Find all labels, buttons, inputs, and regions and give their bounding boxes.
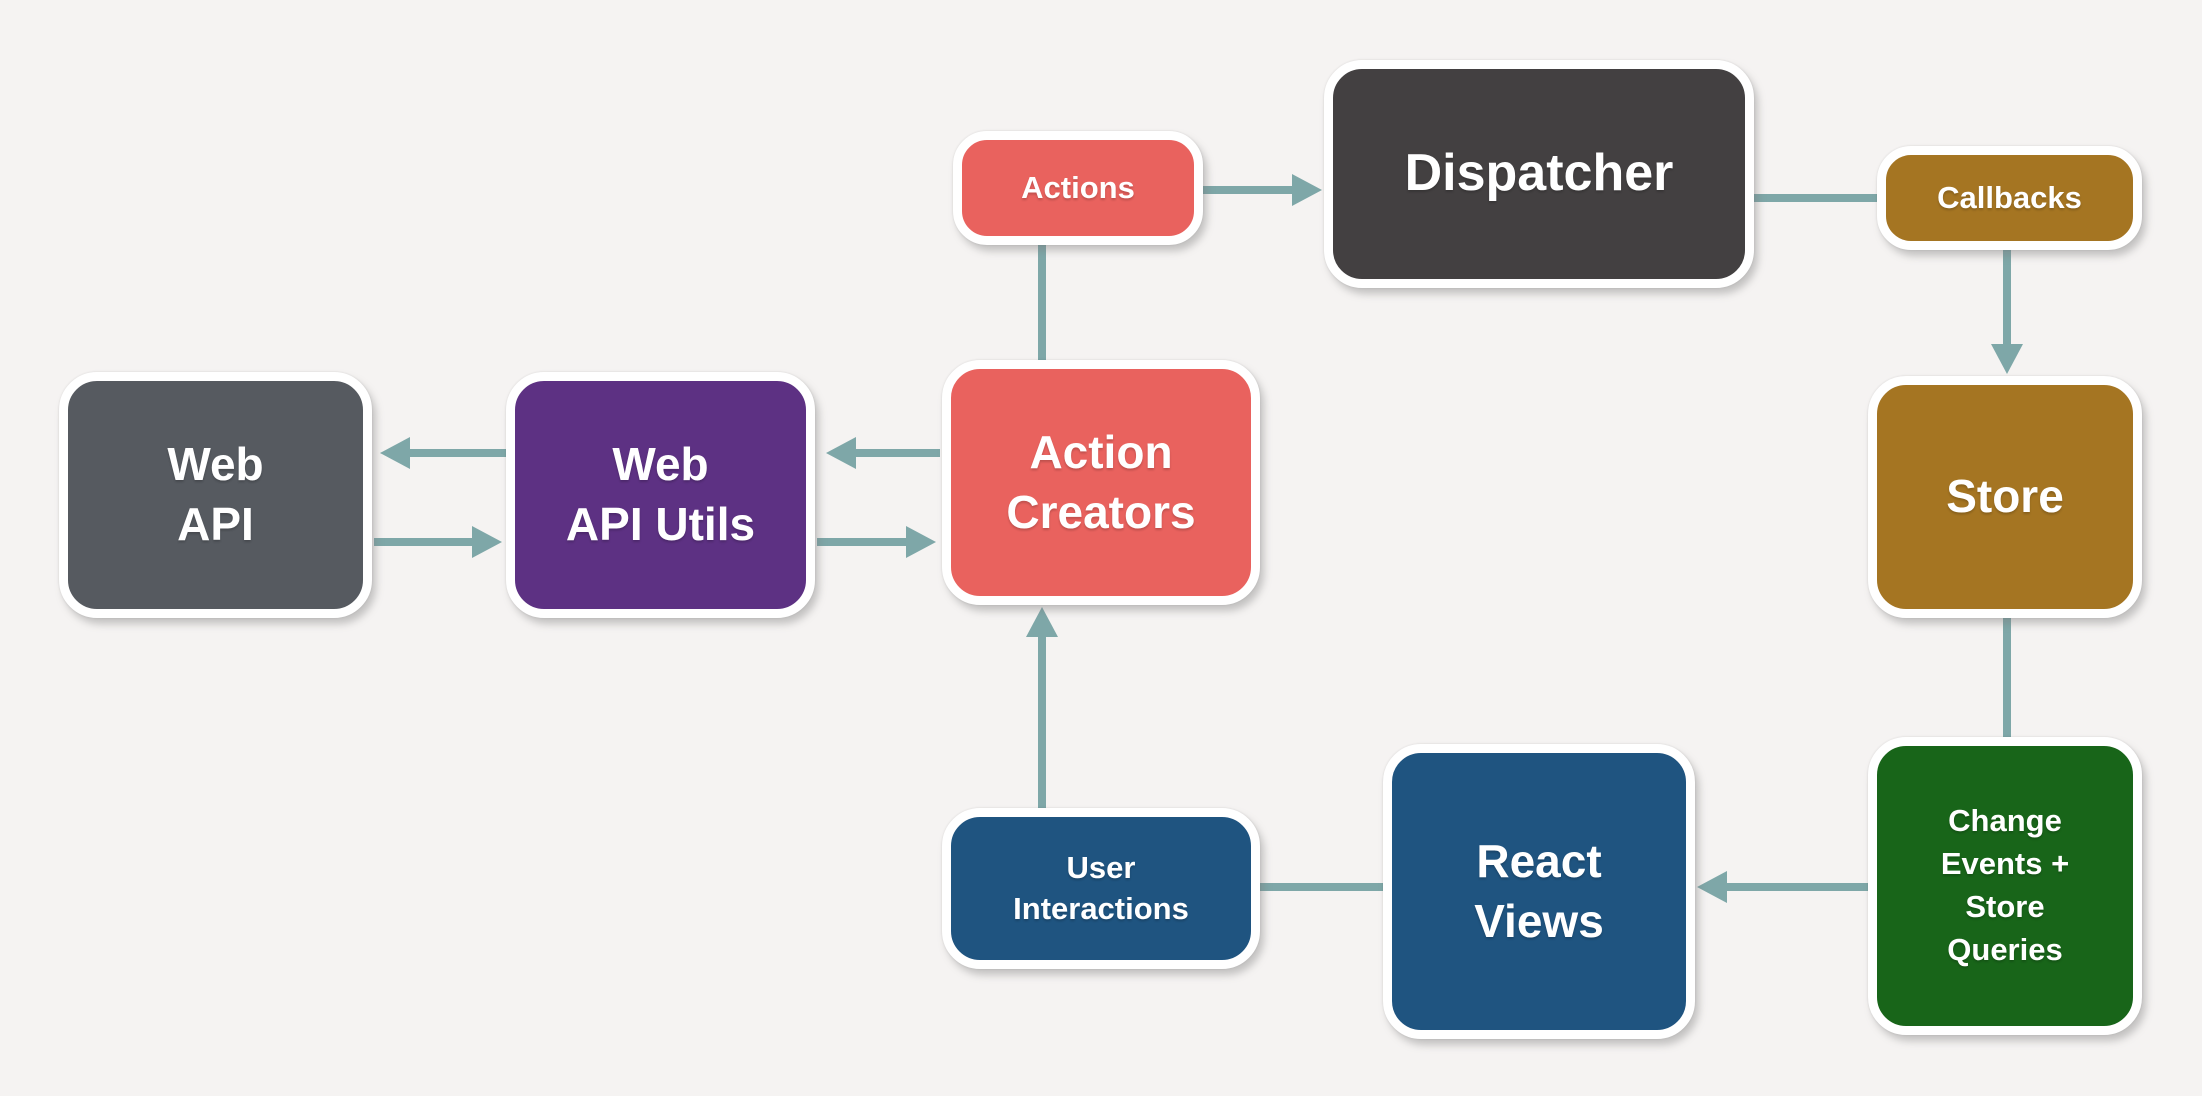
node-actions: Actions [953, 131, 1203, 245]
node-callbacks: Callbacks [1877, 146, 2142, 250]
node-react-views: React Views [1383, 744, 1695, 1039]
node-dispatcher: Dispatcher [1324, 60, 1754, 288]
edge-user-interactions-to-action-creators [1026, 607, 1058, 808]
node-action-creators-label: Action Creators [1006, 425, 1196, 538]
node-user-interactions: User Interactions [942, 808, 1260, 969]
edge-actions-to-dispatcher [1203, 174, 1322, 206]
edge-web-api-utils-to-web-api [380, 437, 506, 469]
node-web-api-utils: Web API Utils [506, 372, 815, 618]
node-callbacks-label: Callbacks [1937, 179, 2082, 215]
node-web-api-utils-label: Web API Utils [565, 438, 756, 550]
node-actions-label: Actions [1021, 169, 1135, 205]
node-action-creators: Action Creators [942, 360, 1260, 605]
node-store-label: Store [1946, 470, 2064, 523]
edge-callbacks-to-store [1991, 250, 2023, 374]
edge-web-api-to-web-api-utils [374, 526, 502, 558]
node-store: Store [1868, 376, 2142, 618]
node-react-views-label: React Views [1474, 834, 1604, 947]
edge-web-api-utils-to-action-creators [817, 526, 936, 558]
node-change-events-store-queries: Change Events + Store Queries [1868, 737, 2142, 1035]
node-dispatcher-label: Dispatcher [1404, 144, 1674, 203]
edge-change-events-to-react-views [1697, 871, 1868, 903]
node-web-api-label: Web API [167, 438, 264, 550]
node-change-events-store-queries-label: Change Events + Store Queries [1940, 803, 2070, 967]
edge-action-creators-to-web-api-utils [826, 437, 940, 469]
node-user-interactions-label: User Interactions [1013, 850, 1189, 926]
node-web-api: Web API [59, 372, 372, 618]
